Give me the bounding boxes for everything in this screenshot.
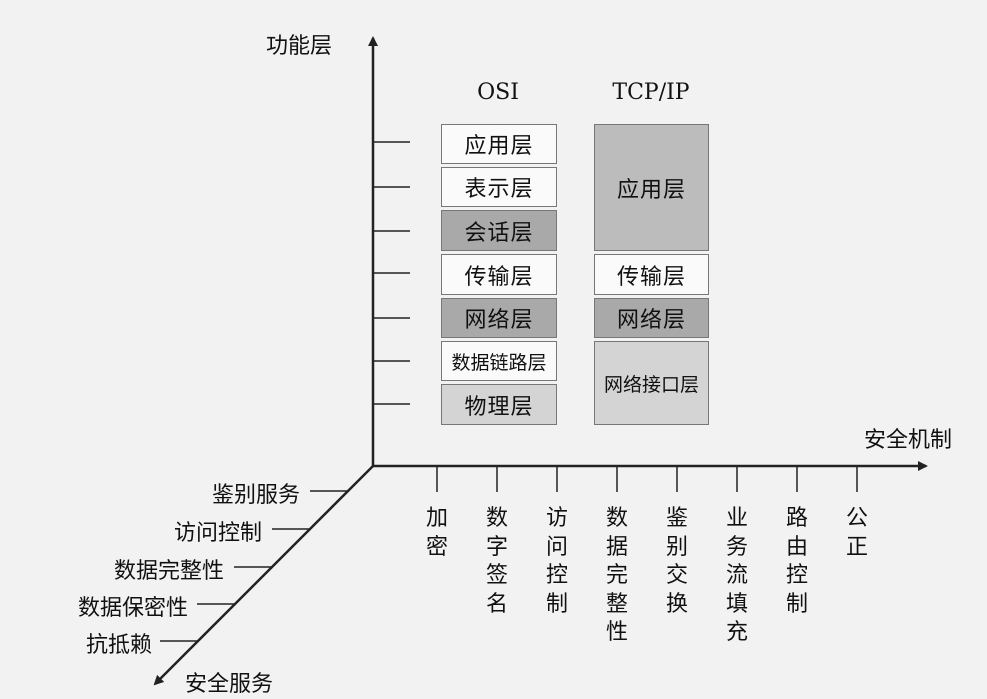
mechanism-traffic-padding: 业务流填充 (725, 506, 748, 645)
tcpip-layer-transport: 传输层 (594, 254, 709, 295)
osi-layer-physical: 物理层 (441, 384, 557, 425)
mechanism-access-control: 访问控制 (545, 506, 568, 617)
osi-layer-presentation: 表示层 (441, 167, 557, 207)
service-axis (153, 465, 374, 686)
osi-layer-network: 网络层 (441, 298, 557, 338)
tcpip-title: TCP/IP (612, 80, 690, 105)
osi-layer-session: 会话层 (441, 210, 557, 251)
mechanism-axis-ticks (436, 466, 858, 492)
security-mechanism-axis-label: 安全机制 (864, 428, 953, 453)
function-axis-ticks (373, 141, 410, 405)
tcpip-layer-application: 应用层 (594, 124, 709, 251)
mechanism-authentication-exchange: 鉴别交换 (665, 506, 688, 617)
service-data-integrity: 数据完整性 (113, 559, 224, 584)
osi-layer-datalink: 数据链路层 (441, 341, 557, 381)
mechanism-encryption: 加密 (425, 506, 448, 560)
mechanism-digital-signature: 数字签名 (485, 506, 508, 617)
mechanism-data-integrity: 数据完整性 (605, 506, 628, 645)
service-access-control: 访问控制 (173, 521, 262, 546)
osi-title: OSI (477, 80, 519, 105)
tcpip-layer-network-interface: 网络接口层 (594, 341, 709, 425)
security-service-axis-label: 安全服务 (185, 672, 274, 697)
osi-layer-application: 应用层 (441, 124, 557, 164)
mechanism-notarization: 公正 (845, 506, 868, 560)
mechanism-routing-control: 路由控制 (785, 506, 808, 617)
function-layer-axis-label: 功能层 (266, 34, 333, 59)
tcpip-layer-network: 网络层 (594, 298, 709, 338)
service-authentication: 鉴别服务 (211, 483, 300, 508)
osi-layer-transport: 传输层 (441, 254, 557, 295)
service-data-confidentiality: 数据保密性 (77, 596, 188, 621)
service-axis-ticks (160, 490, 348, 642)
service-non-repudiation: 抗抵赖 (85, 633, 152, 658)
